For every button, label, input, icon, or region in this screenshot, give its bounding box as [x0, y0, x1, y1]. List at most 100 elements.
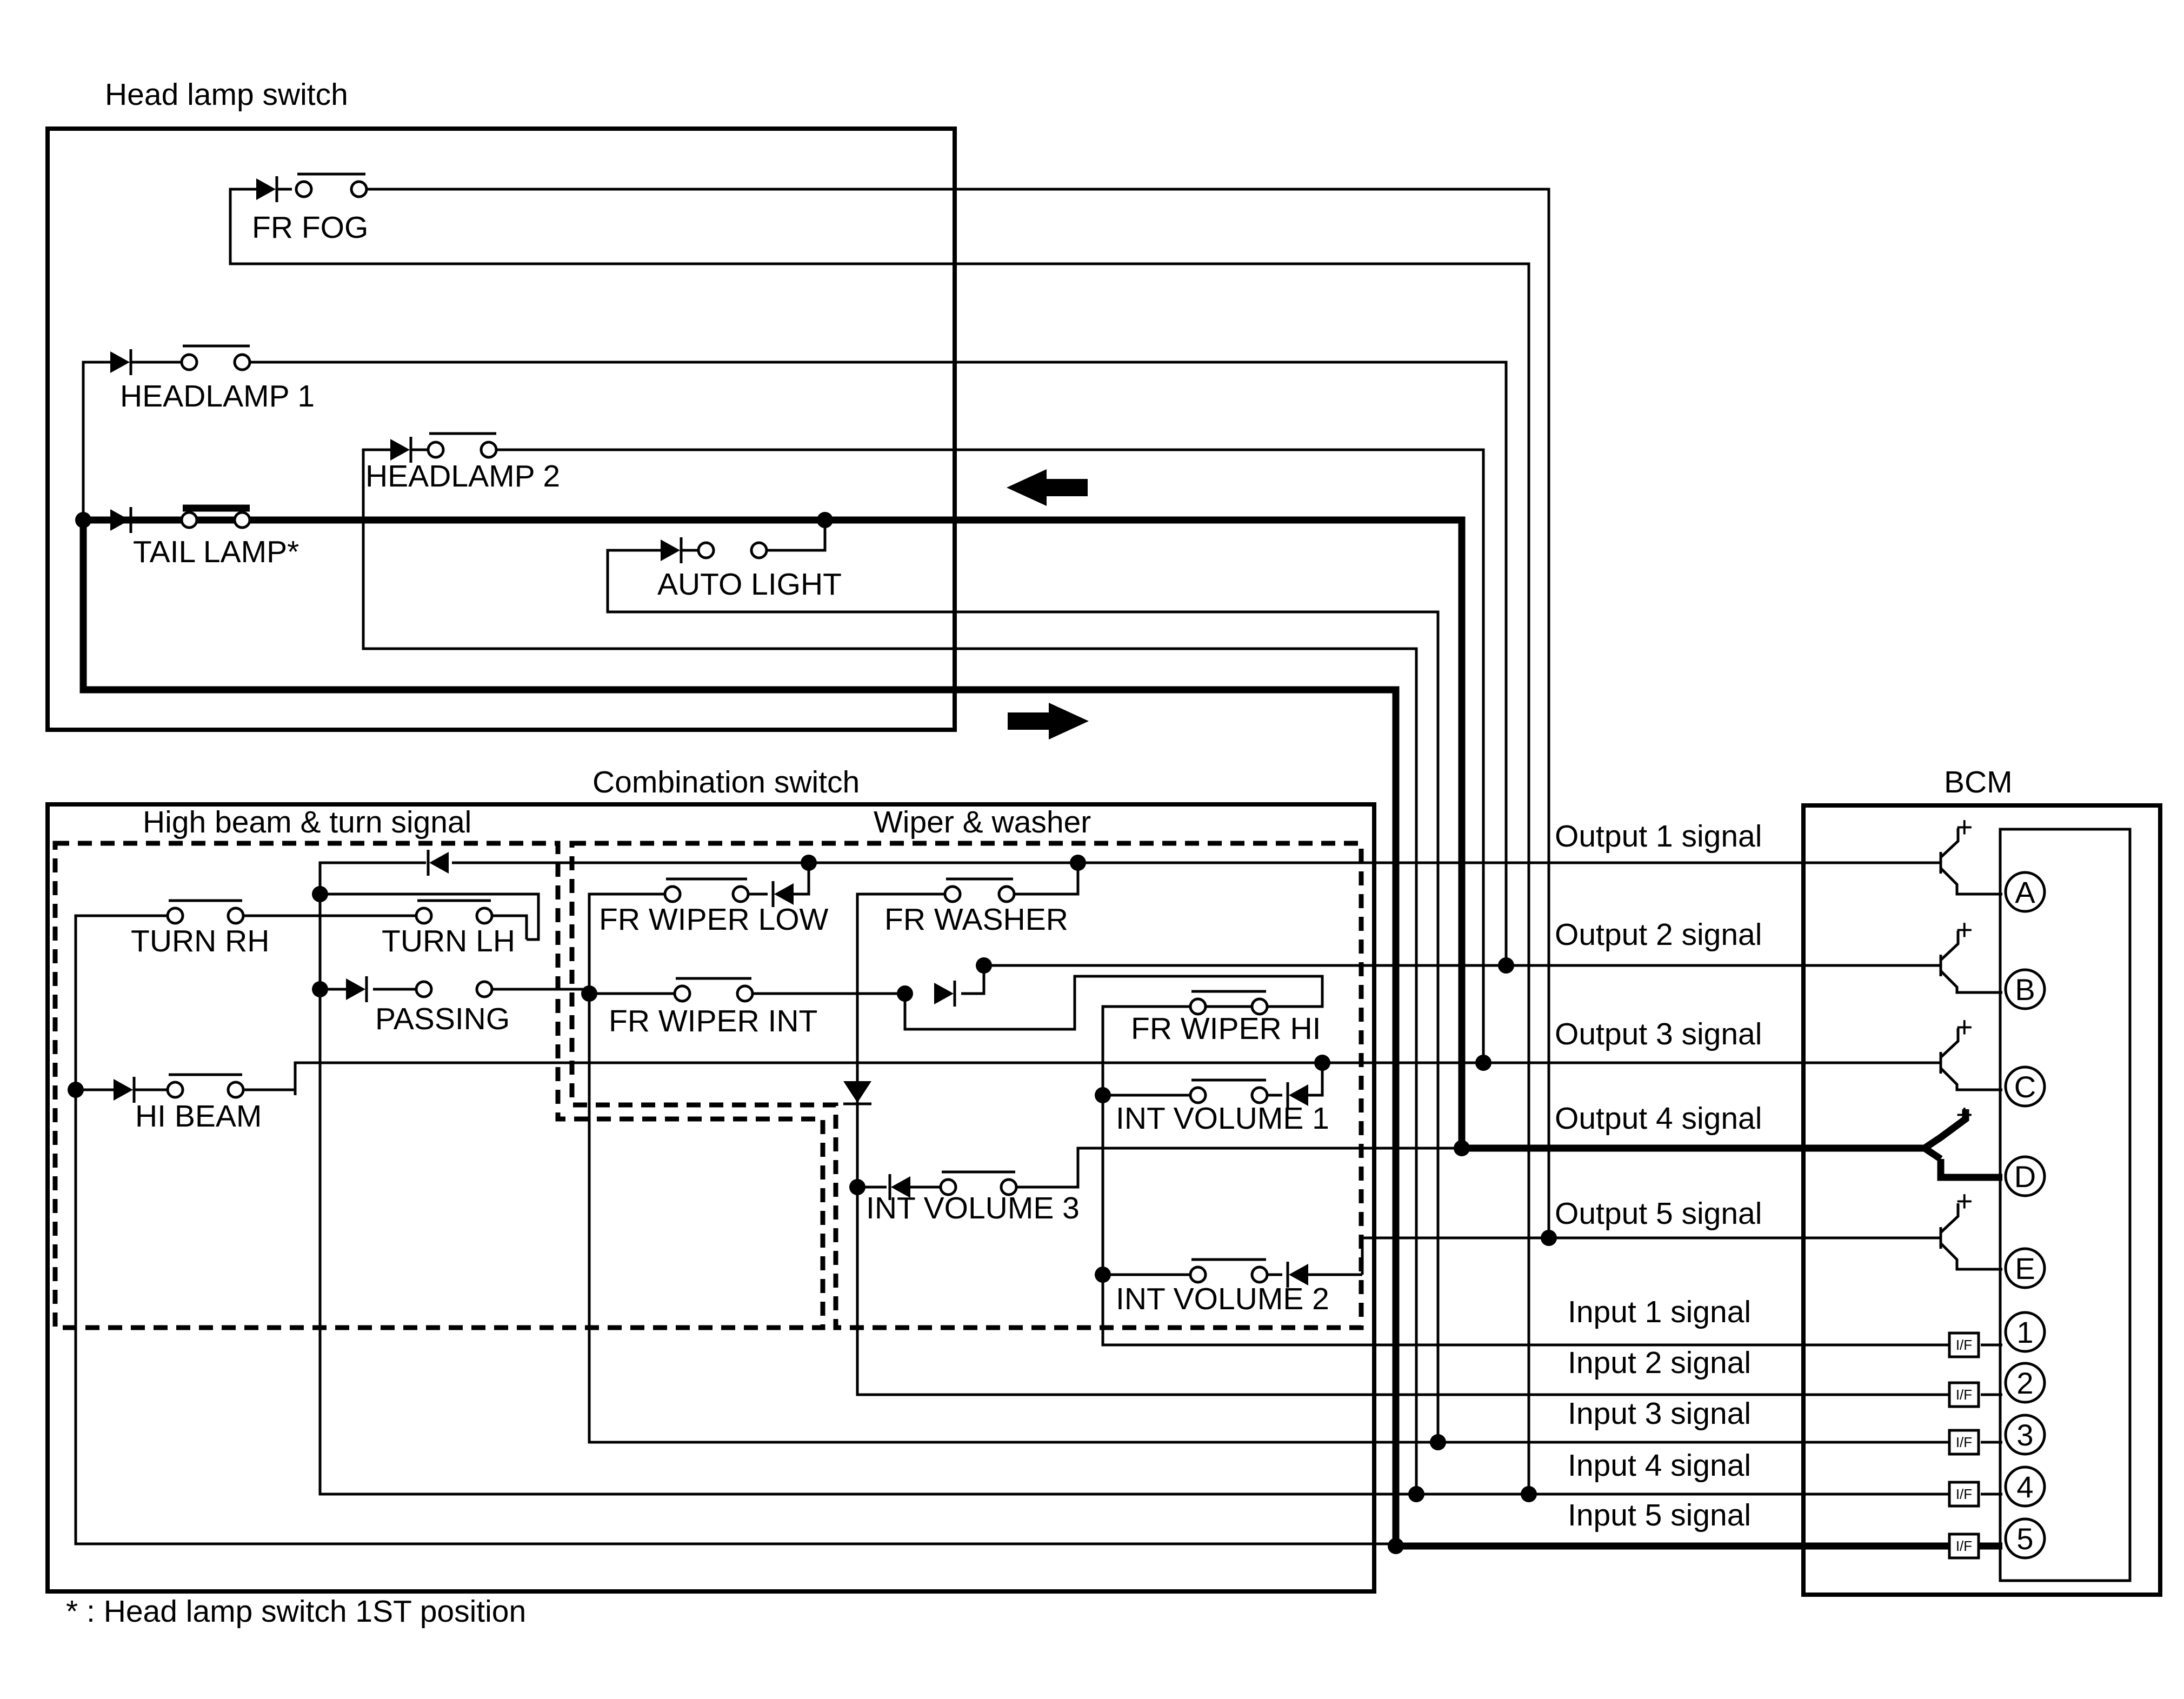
output1-plus: +	[1956, 811, 1973, 843]
int-volume1-diode-wire	[1308, 1063, 1324, 1097]
terminal-e: E	[2004, 1247, 2046, 1289]
output2-transistor	[1925, 931, 2002, 994]
high-beam-turn-signal-title: High beam & turn signal	[143, 805, 471, 839]
fr-washer-switch	[943, 877, 1036, 903]
turn-rh-right-wire	[243, 892, 540, 941]
bcm-title: BCM	[1944, 765, 2013, 799]
turn-rh-wire	[74, 914, 168, 1090]
int-volume-bus	[1101, 1095, 1966, 1347]
int-volume1-label: INT VOLUME 1	[1116, 1101, 1329, 1136]
fr-wiper-low-wire	[794, 863, 810, 896]
fr-wiper-hi-switch	[1189, 990, 1269, 1016]
output3-wire	[294, 1061, 1925, 1095]
bcm-terminal-panel	[1999, 828, 2132, 1582]
tail-lamp-bold-wire-input5	[79, 520, 2000, 1550]
int-volume3-right-wire	[1016, 1147, 1462, 1189]
headlamp-switch-box	[45, 126, 957, 732]
turn-lh-switch	[415, 899, 494, 925]
svg-text:I/F: I/F	[1956, 1387, 1972, 1403]
int-volume3-vertical-diode	[843, 1081, 871, 1105]
output1-signal-label: Output 1 signal	[1555, 819, 1762, 854]
combination-switch-box	[45, 802, 1376, 1594]
fr-wiper-int-diode	[934, 981, 956, 1007]
terminal-d: D	[2004, 1155, 2046, 1197]
hi-beam-switch	[114, 1073, 245, 1103]
input5-signal-label: Input 5 signal	[1568, 1498, 1751, 1533]
tail-lamp-switch	[110, 504, 251, 533]
high-beam-diode	[427, 850, 449, 876]
junction-dots	[68, 512, 1557, 1554]
svg-text:4: 4	[2016, 1470, 2033, 1504]
terminal-a: A	[2004, 871, 2046, 913]
int-volume2-label: INT VOLUME 2	[1116, 1282, 1329, 1316]
input2-signal-label: Input 2 signal	[1568, 1345, 1751, 1380]
wiper-washer-dashed-box	[569, 841, 1364, 1330]
output4-signal-label: Output 4 signal	[1555, 1101, 1762, 1136]
wiper-washer-title: Wiper & washer	[874, 805, 1091, 839]
output5-plus: +	[1956, 1185, 1973, 1217]
output3-signal-label: Output 3 signal	[1555, 1017, 1762, 1051]
input-wires-to-terminals	[1981, 1343, 2002, 1496]
turn-rh-switch	[166, 899, 245, 925]
headlamp2-wire-input4	[362, 448, 1418, 1494]
auto-light-label: AUTO LIGHT	[657, 567, 842, 602]
headlamp-switch-title: Head lamp switch	[105, 77, 348, 112]
svg-text:I/F: I/F	[1956, 1486, 1972, 1502]
svg-text:E: E	[2015, 1251, 2035, 1285]
output5-transistor	[1925, 1203, 2002, 1271]
passing-label: PASSING	[375, 1002, 510, 1036]
turn-lh-label: TURN LH	[382, 924, 515, 958]
fr-wiper-low-left-wire	[588, 892, 1966, 1444]
combination-switch-title: Combination switch	[592, 765, 860, 799]
svg-text:2: 2	[2016, 1366, 2033, 1400]
input4-signal-label: Input 4 signal	[1568, 1448, 1751, 1483]
high-beam-turn-signal-dashed-box	[52, 841, 825, 1330]
output2-plus: +	[1956, 914, 1973, 946]
interface-box-2: I/F	[1948, 1381, 1980, 1408]
input3-signal-label: Input 3 signal	[1568, 1396, 1751, 1431]
current-flow-arrow-right	[1008, 703, 1089, 739]
output4-transistor	[1896, 1109, 2002, 1181]
output5-signal-label: Output 5 signal	[1555, 1196, 1762, 1231]
terminal-3: 3	[2004, 1414, 2046, 1456]
auto-light-switch	[661, 537, 768, 563]
fr-washer-left-wire	[856, 892, 1966, 1396]
int-volume3-label: INT VOLUME 3	[866, 1191, 1080, 1225]
fr-wiper-low-label: FR WIPER LOW	[599, 902, 829, 937]
auto-light-wire-up	[763, 520, 827, 552]
headlamp1-switch	[110, 344, 251, 375]
headlamp2-label: HEADLAMP 2	[365, 459, 560, 494]
fr-fog-wire-output5	[365, 188, 1550, 1238]
terminal-c: C	[2004, 1065, 2046, 1108]
svg-text:B: B	[2015, 972, 2035, 1007]
fr-wiper-int-label: FR WIPER INT	[609, 1004, 817, 1038]
headlamp1-label: HEADLAMP 1	[120, 379, 315, 414]
output1-transistor	[1925, 828, 2002, 896]
fr-fog-wire-input4	[229, 188, 1530, 1494]
terminal-1: 1	[2004, 1311, 2046, 1353]
output3-plus: +	[1956, 1011, 1973, 1043]
fr-wiper-hi-label: FR WIPER HI	[1131, 1011, 1321, 1046]
svg-text:I/F: I/F	[1956, 1337, 1972, 1353]
headlamp1-left-bus	[82, 361, 110, 520]
interface-box-3: I/F	[1948, 1429, 1980, 1456]
high-beam-diode-wire	[318, 861, 426, 894]
svg-text:3: 3	[2016, 1418, 2033, 1452]
auto-light-wire-input3	[606, 549, 1440, 1442]
output3-transistor	[1925, 1028, 2002, 1091]
wiper-int-loop	[903, 975, 1324, 1097]
terminal-2: 2	[2004, 1362, 2046, 1404]
tail-lamp-bold-wire-output4	[83, 516, 1896, 1152]
hi-beam-label: HI BEAM	[135, 1099, 262, 1134]
wiper-int-node-wire	[961, 965, 986, 995]
int-volume2-switch	[1189, 1258, 1308, 1288]
output4-plus: +	[1956, 1098, 1973, 1131]
fr-fog-label: FR FOG	[252, 210, 368, 245]
hi-beam-input5-wire	[74, 1090, 1396, 1545]
input1-signal-label: Input 1 signal	[1568, 1295, 1751, 1329]
turn-rh-label: TURN RH	[131, 924, 269, 958]
headlamp2-switch	[390, 432, 498, 463]
passing-switch	[346, 976, 494, 1002]
svg-text:I/F: I/F	[1956, 1538, 1972, 1554]
